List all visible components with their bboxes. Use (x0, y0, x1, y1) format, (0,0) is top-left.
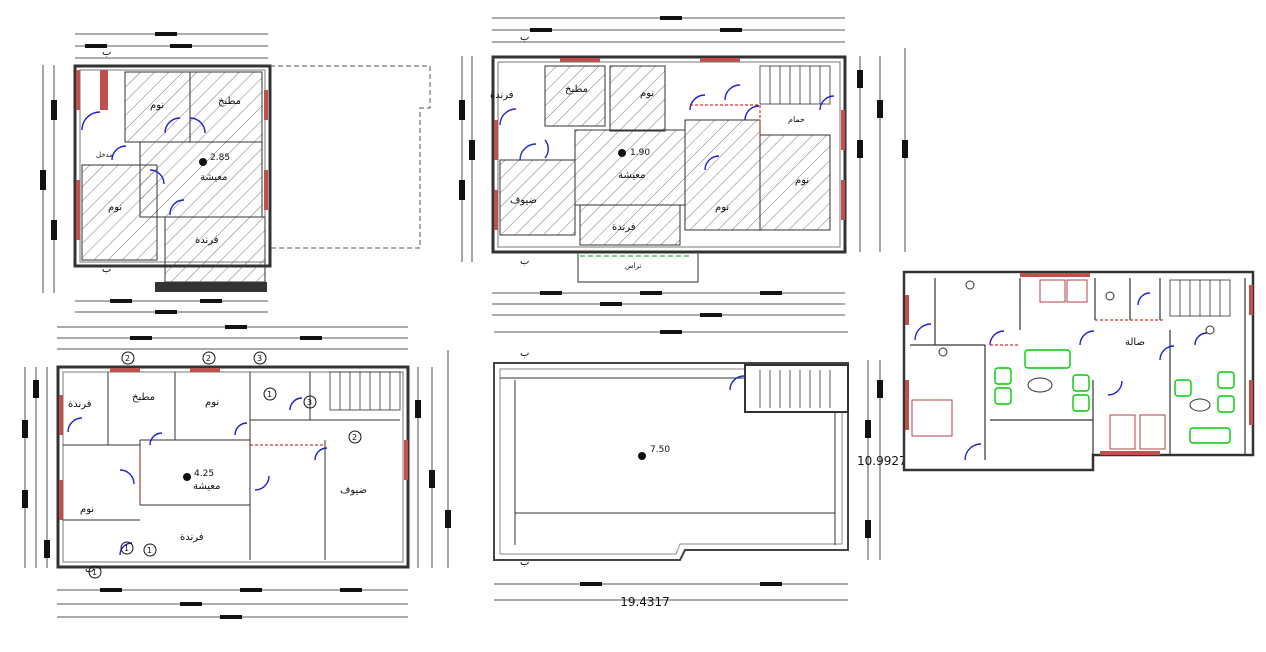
grid-label-5: 2 (352, 433, 357, 442)
room-terrace: تراس (625, 262, 641, 270)
width-dimension: 19.4317 (620, 595, 670, 609)
level-top-left: 2.85 (210, 153, 230, 163)
section-mark-7: ب (520, 348, 529, 359)
room-living-c: معيشة (618, 170, 645, 181)
room-guest-c: ضيوف (510, 195, 537, 206)
room-bedroom-a-bl: نوم (205, 397, 219, 408)
grid-label-2: 2 (206, 354, 211, 363)
grid-label-6: 3 (307, 398, 312, 407)
room-bedroom-b-bl: نوم (80, 504, 94, 515)
plan-bottom-center: 7.50 19.4317 10.9927 ب ب (493, 330, 907, 609)
room-kitchen-c: مطبخ (565, 84, 588, 95)
grid-label-8: 1 (124, 544, 129, 553)
room-bedroom-b: نوم (108, 202, 122, 213)
grid-label-4: 1 (267, 390, 272, 399)
room-living: معيشة (200, 172, 227, 183)
room-hall: صالة (1125, 337, 1145, 348)
grid-label-7: 1 (92, 568, 97, 577)
section-mark-4: ب (520, 32, 529, 43)
room-guest-bl: ضيوف (340, 485, 367, 496)
room-living-bl: معيشة (193, 481, 220, 492)
plan-bottom-left: 2 2 3 1 2 3 1 1 1 4.25 فرندة مطبخ نوم مع… (22, 325, 451, 619)
room-porch-b-bl: فرندة (180, 532, 204, 543)
grid-label-3: 3 (257, 354, 262, 363)
room-entrance: مدخل (96, 151, 113, 159)
room-bath-c: حمام (788, 115, 805, 124)
plan-top-left: 2.85 نوم مطبخ معيشة نوم فرندة مدخل ب ب (40, 32, 431, 314)
room-kitchen-bl: مطبخ (132, 392, 155, 403)
section-mark-2: ب (102, 47, 111, 58)
section-mark-3: ب (520, 256, 529, 267)
room-kitchen: مطبخ (218, 96, 241, 107)
room-porch-a-bl: فرندة (68, 399, 92, 410)
level-bottom-left: 4.25 (194, 469, 214, 479)
grid-label-1: 2 (125, 354, 130, 363)
section-mark-1: ب (102, 264, 111, 275)
height-dimension: 10.9927 (857, 454, 907, 468)
plan-top-center: 1.90 فرندة مطبخ نوم ضيوف معيشة فرندة نوم… (459, 16, 908, 317)
room-porch-top: فرندة (490, 90, 514, 101)
plan-furnished: صالة (902, 270, 1255, 472)
room-bedroom-a: نوم (150, 100, 164, 111)
level-roof: 7.50 (650, 445, 670, 455)
section-mark-6: ب (520, 557, 529, 568)
room-bedroom-a-c: نوم (640, 88, 654, 99)
room-bedroom-b-c: نوم (795, 175, 809, 186)
section-mark-5: ب (85, 564, 94, 575)
grid-label-9: 1 (147, 546, 152, 555)
room-porch: فرندة (195, 235, 219, 246)
level-top-center: 1.90 (630, 148, 650, 158)
room-bedroom-c-c: نوم (715, 202, 729, 213)
room-porch-c: فرندة (612, 222, 636, 233)
